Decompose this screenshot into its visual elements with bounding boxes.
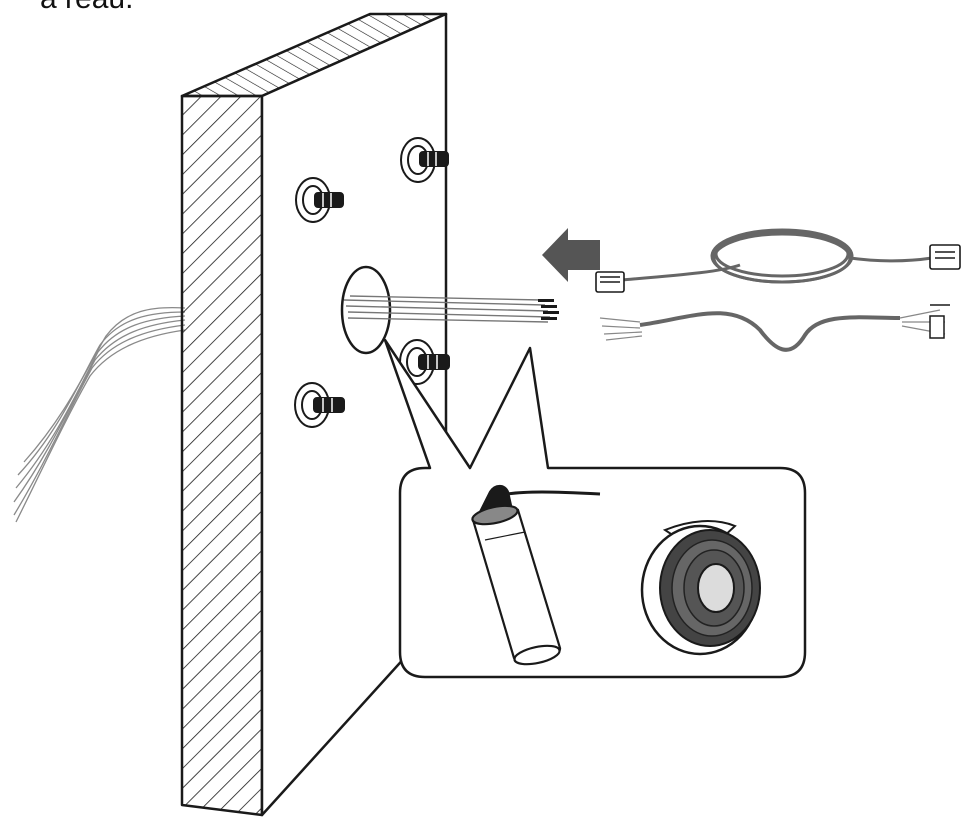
sealant-tube-icon [471, 484, 601, 666]
cable-hole [340, 265, 559, 355]
ethernet-cable-icon [595, 228, 961, 293]
mounting-screw-icon [400, 137, 449, 183]
mounting-screws [294, 137, 450, 428]
power-cable-icon [599, 304, 950, 352]
mounting-screw-icon [294, 382, 345, 428]
wire-bundle-back [13, 306, 186, 523]
instruction-caption: a reau. [40, 0, 133, 16]
mounting-screw-icon [399, 339, 450, 385]
wall-front-face [180, 94, 264, 817]
insertion-arrow-icon [542, 228, 600, 282]
mounting-screw-icon [295, 177, 344, 223]
insulating-tape-icon [640, 520, 761, 656]
